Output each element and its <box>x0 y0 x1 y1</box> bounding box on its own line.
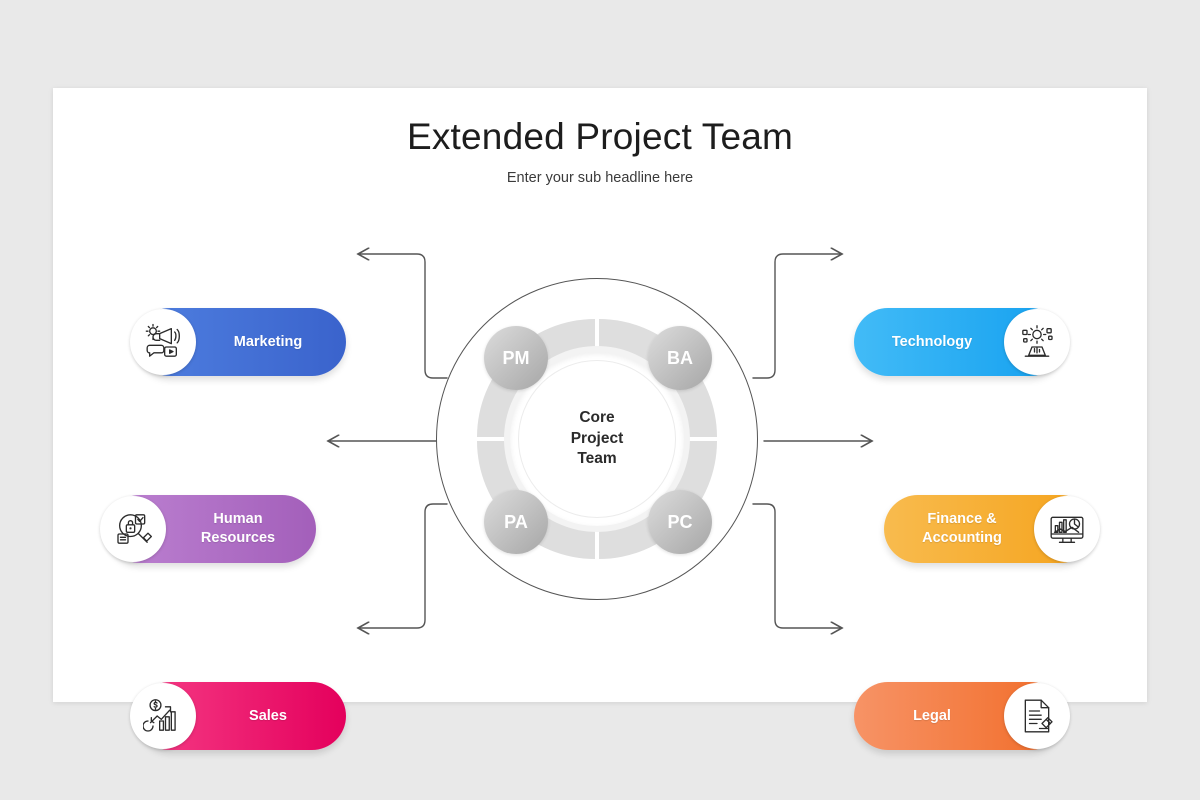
page-title: Extended Project Team <box>406 116 794 157</box>
magnifier-lock-icon <box>100 496 166 562</box>
core-team-hub: Core Project Team PM BA PA PC <box>436 278 760 602</box>
connector-legal <box>752 503 842 628</box>
hub-node-pm-label: PM <box>502 347 530 368</box>
slide-canvas: Extended Project Team Enter your sub hea… <box>53 88 1147 750</box>
pill-technology-label: Technology <box>891 333 973 350</box>
pill-human-resources[interactable]: Human Resources <box>100 495 316 563</box>
connector-sales <box>358 503 448 628</box>
connector-marketing <box>358 254 448 379</box>
pill-technology[interactable]: Technology <box>854 308 1070 376</box>
gear-cloud-laptop-icon <box>1004 309 1070 375</box>
hub-node-pc-label: PC <box>667 511 693 532</box>
hub-node-ba[interactable]: BA <box>648 326 712 390</box>
pill-legal-label: Legal <box>913 707 951 724</box>
document-gavel-icon <box>1004 683 1070 749</box>
pill-human-resources-label: Human Resources <box>200 511 276 546</box>
pill-finance-accounting-label: Finance & Accounting <box>922 511 1002 546</box>
megaphone-gear-icon <box>130 309 196 375</box>
core-team-circle: Core Project Team <box>518 360 676 518</box>
page-subtitle: Enter your sub headline here <box>506 170 694 186</box>
hub-node-pm[interactable]: PM <box>484 326 548 390</box>
connector-technology <box>752 254 842 379</box>
hub-node-pa-label: PA <box>504 511 528 532</box>
hub-node-pa[interactable]: PA <box>484 490 548 554</box>
pill-legal[interactable]: Legal <box>854 682 1070 750</box>
pill-marketing[interactable]: Marketing <box>130 308 346 376</box>
pill-sales-label: Sales <box>249 707 287 724</box>
hub-outer-circle <box>436 278 758 600</box>
hub-node-pc[interactable]: PC <box>648 490 712 554</box>
hub-node-ba-label: BA <box>667 347 693 368</box>
pill-marketing-label: Marketing <box>233 333 303 350</box>
pill-finance-accounting[interactable]: Finance & Accounting <box>884 495 1100 563</box>
monitor-chart-icon <box>1034 496 1100 562</box>
growth-chart-dollar-icon <box>130 683 196 749</box>
pill-sales[interactable]: Sales <box>130 682 346 750</box>
core-team-label: Core Project Team <box>570 409 624 468</box>
